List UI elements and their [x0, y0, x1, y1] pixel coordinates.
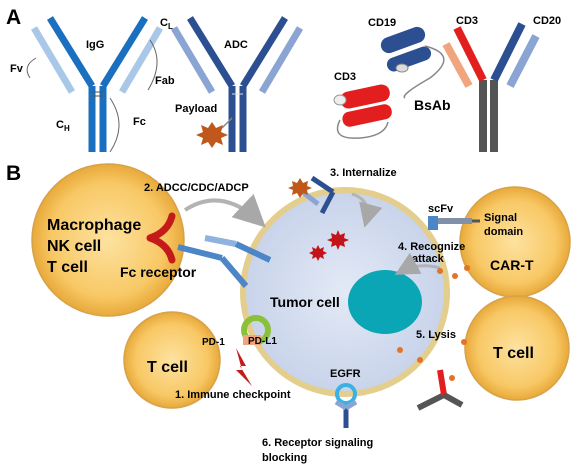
step1-label: 1. Immune checkpoint [175, 389, 291, 401]
lysis-bsab [416, 369, 464, 411]
t-cell-left [123, 311, 221, 409]
egfr-receptor-icon [335, 383, 357, 405]
t-cell-left-label: T cell [147, 359, 188, 376]
tumor-cell-label: Tumor cell [270, 294, 340, 310]
adc-payload-label: Payload [175, 103, 217, 115]
adc-antibody [170, 16, 304, 152]
igg-fv-label: Fv [10, 63, 24, 75]
car-t-label: CAR-T [490, 257, 534, 273]
bsab-title: BsAb [414, 97, 451, 113]
payload-linker [221, 117, 233, 129]
igg-fc-label: Fc [133, 116, 146, 128]
granule [452, 273, 458, 279]
pd1-icon [243, 335, 261, 345]
bsab-cd3-left-label: CD3 [334, 71, 356, 83]
step5-label: 5. Lysis [416, 329, 456, 341]
panel-b-letter: B [6, 162, 21, 185]
step4-arrow [394, 252, 441, 275]
tumor-cell [240, 187, 450, 397]
adcc-antibody [177, 235, 272, 288]
car-t-cell [459, 186, 571, 298]
signal-domain-label-1: Signal [484, 212, 517, 224]
fv-bracket [26, 57, 37, 79]
igg-ch-label: CH [56, 119, 70, 133]
panel-a-letter: A [6, 6, 21, 29]
granule [464, 265, 470, 271]
t-cell-label: T cell [47, 259, 88, 276]
tumor-nucleus [348, 270, 422, 334]
fab-bracket [147, 39, 158, 91]
payload-icon [196, 122, 228, 148]
released-payload-icon [327, 230, 349, 250]
internalize-adc [288, 175, 336, 215]
step2-arrow [183, 193, 266, 228]
bsab-igg-like [442, 22, 540, 152]
released-payload-icon-2 [309, 245, 327, 261]
granule [417, 357, 423, 363]
bsab-tandem-scfv [333, 26, 445, 139]
fc-bracket [109, 97, 120, 153]
fc-receptor-icon [146, 212, 176, 264]
step4-label-2: attack [412, 253, 445, 265]
granule [397, 347, 403, 353]
igg-fab-label: Fab [155, 75, 175, 87]
step4-label-1: 4. Recognize [398, 241, 465, 253]
fc-receptor-label: Fc receptor [120, 264, 197, 280]
scfv-label: scFv [428, 203, 454, 215]
signal-domain-label-2: domain [484, 226, 523, 238]
bsab-cd19-label: CD19 [368, 17, 396, 29]
bsab-cd20-label: CD20 [533, 15, 561, 27]
pd1-label: PD-1 [202, 337, 225, 348]
granule [437, 268, 443, 274]
step3-arrow [351, 192, 383, 228]
igg-antibody [30, 16, 164, 152]
lightning-icon [236, 348, 252, 386]
nk-cell-label: NK cell [47, 238, 101, 255]
step6-label-1: 6. Receptor signaling [262, 437, 373, 449]
step2-label: 2. ADCC/CDC/ADCP [144, 182, 249, 194]
step3-label: 3. Internalize [330, 167, 397, 179]
granule [449, 375, 455, 381]
macrophage-label: Macrophage [47, 217, 141, 234]
egfr-antibody [334, 399, 358, 428]
igg-title: IgG [86, 39, 104, 51]
bsab-cd3-right-label: CD3 [456, 15, 478, 27]
effector-cell [31, 163, 185, 317]
pdl1-label: PD-L1 [248, 336, 277, 347]
igg-cl-label: CL [160, 17, 173, 31]
car-receptor [428, 216, 480, 230]
egfr-label: EGFR [330, 368, 361, 380]
adc-title: ADC [224, 39, 248, 51]
t-cell-right [464, 295, 570, 401]
t-cell-right-label: T cell [493, 345, 534, 362]
granule [461, 339, 467, 345]
step6-label-2: blocking [262, 452, 307, 464]
